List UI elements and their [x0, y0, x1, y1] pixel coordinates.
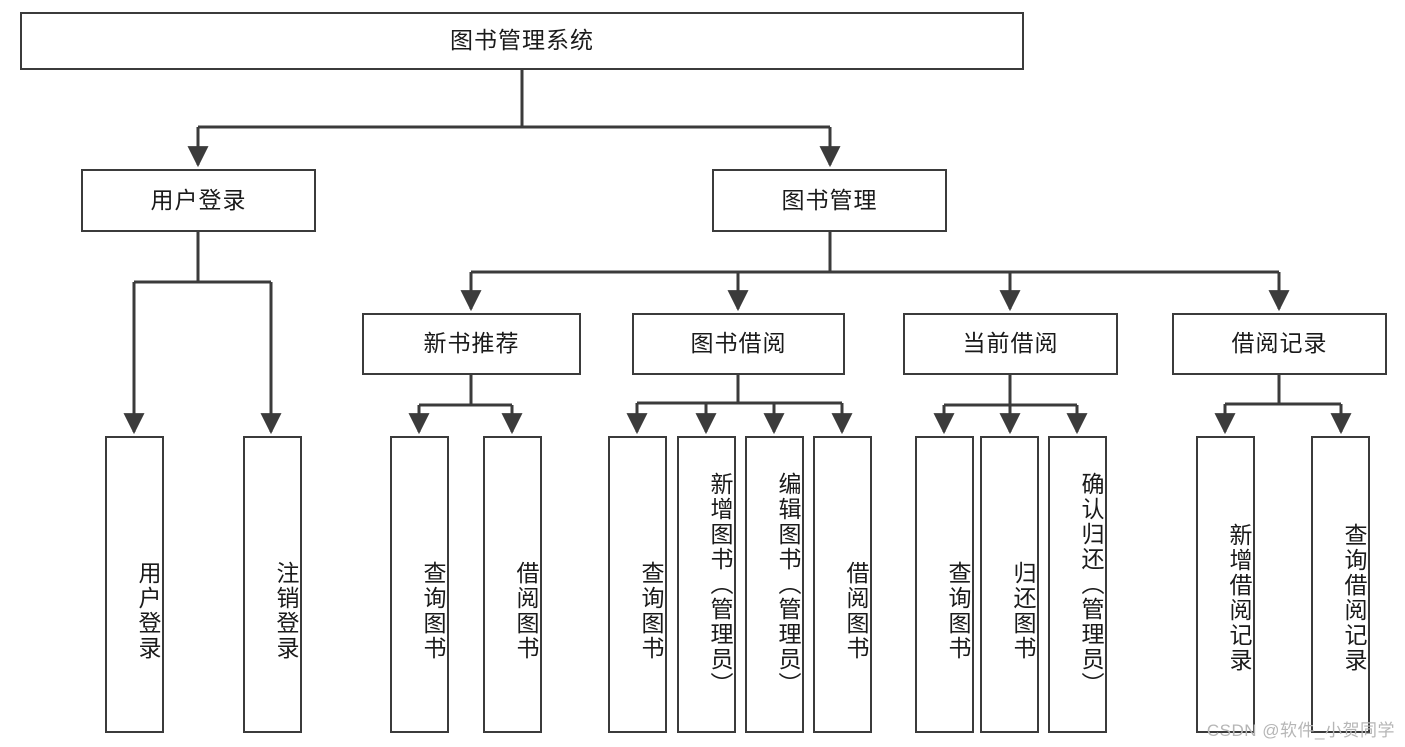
- node-leaf-query-record-label: 查询借阅记录: [1341, 522, 1367, 673]
- node-leaf-query-book-2[interactable]: 查询图书: [608, 436, 667, 733]
- node-leaf-add-record-label: 新增借阅记录: [1226, 522, 1252, 673]
- node-root[interactable]: 图书管理系统: [20, 12, 1024, 70]
- node-leaf-borrow-book-2[interactable]: 借阅图书: [813, 436, 872, 733]
- node-book-borrow[interactable]: 图书借阅: [632, 313, 845, 375]
- node-leaf-add-book[interactable]: 新增图书（管理员）: [677, 436, 736, 733]
- node-leaf-query-book-3[interactable]: 查询图书: [915, 436, 974, 733]
- node-user-login-label: 用户登录: [150, 186, 247, 213]
- node-borrow-record-label: 借阅记录: [1231, 330, 1328, 357]
- node-leaf-add-record[interactable]: 新增借阅记录: [1196, 436, 1255, 733]
- node-leaf-edit-book[interactable]: 编辑图书（管理员）: [745, 436, 804, 733]
- node-root-label: 图书管理系统: [450, 27, 594, 54]
- node-leaf-query-book-3-label: 查询图书: [945, 560, 971, 661]
- csdn-watermark: CSDN @软件_小贺同学: [1206, 721, 1395, 740]
- node-leaf-confirm-return[interactable]: 确认归还（管理员）: [1048, 436, 1107, 733]
- node-leaf-edit-book-label: 编辑图书（管理员）: [775, 472, 801, 697]
- node-leaf-borrow-book-1[interactable]: 借阅图书: [483, 436, 542, 733]
- node-current-borrow[interactable]: 当前借阅: [903, 313, 1118, 375]
- node-leaf-confirm-return-label: 确认归还（管理员）: [1078, 472, 1104, 697]
- node-leaf-add-book-label: 新增图书（管理员）: [707, 472, 733, 697]
- node-leaf-return-book[interactable]: 归还图书: [980, 436, 1039, 733]
- node-borrow-record[interactable]: 借阅记录: [1172, 313, 1387, 375]
- node-leaf-borrow-book-1-label: 借阅图书: [513, 560, 539, 661]
- node-new-book-recommend-label: 新书推荐: [423, 330, 520, 357]
- node-leaf-user-login[interactable]: 用户登录: [105, 436, 164, 733]
- node-leaf-query-book-1-label: 查询图书: [420, 560, 446, 661]
- node-leaf-query-book-2-label: 查询图书: [638, 560, 664, 661]
- node-leaf-user-logout[interactable]: 注销登录: [243, 436, 302, 733]
- node-leaf-user-logout-label: 注销登录: [273, 560, 299, 661]
- node-leaf-return-book-label: 归还图书: [1010, 560, 1036, 661]
- node-book-borrow-label: 图书借阅: [690, 330, 787, 357]
- node-new-book-recommend[interactable]: 新书推荐: [362, 313, 581, 375]
- node-leaf-user-login-label: 用户登录: [135, 560, 161, 661]
- node-user-login[interactable]: 用户登录: [81, 169, 316, 232]
- node-book-manage-label: 图书管理: [781, 186, 878, 213]
- node-leaf-borrow-book-2-label: 借阅图书: [843, 560, 869, 661]
- node-book-manage[interactable]: 图书管理: [712, 169, 947, 232]
- node-current-borrow-label: 当前借阅: [962, 330, 1059, 357]
- node-leaf-query-record[interactable]: 查询借阅记录: [1311, 436, 1370, 733]
- node-leaf-query-book-1[interactable]: 查询图书: [390, 436, 449, 733]
